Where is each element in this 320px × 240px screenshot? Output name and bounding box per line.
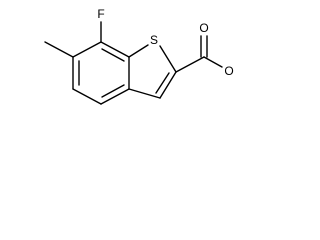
atom-label-ester-oxygen: O bbox=[224, 64, 233, 78]
bond-c4-c3a-inner bbox=[101, 84, 125, 98]
bond-c7-c7a bbox=[100, 41, 130, 58]
bond-c7-c7a-inner bbox=[101, 48, 125, 62]
bond-c7-c6 bbox=[72, 41, 102, 58]
structure-canvas: F S O O bbox=[0, 0, 236, 131]
bond-s1-c2 bbox=[159, 45, 177, 73]
molecule-diagram: F S O O bbox=[44, 7, 234, 105]
bond-c5-c4 bbox=[72, 88, 102, 105]
bond-c7a-s1 bbox=[128, 44, 149, 58]
bond-c2-carbonyl bbox=[175, 56, 205, 73]
bond-c2-c3-inner bbox=[155, 72, 170, 94]
atom-label-sulfur: S bbox=[150, 33, 158, 47]
bond-c6-methyl bbox=[44, 41, 74, 58]
atom-label-fluorine: F bbox=[97, 7, 104, 21]
bond-c4-c3a bbox=[100, 88, 130, 105]
bond-carbonyl-o-ester bbox=[203, 56, 223, 68]
bond-c3-c3a bbox=[128, 88, 161, 99]
atom-label-carbonyl-oxygen: O bbox=[199, 21, 208, 35]
bond-c2-c3 bbox=[159, 71, 177, 99]
